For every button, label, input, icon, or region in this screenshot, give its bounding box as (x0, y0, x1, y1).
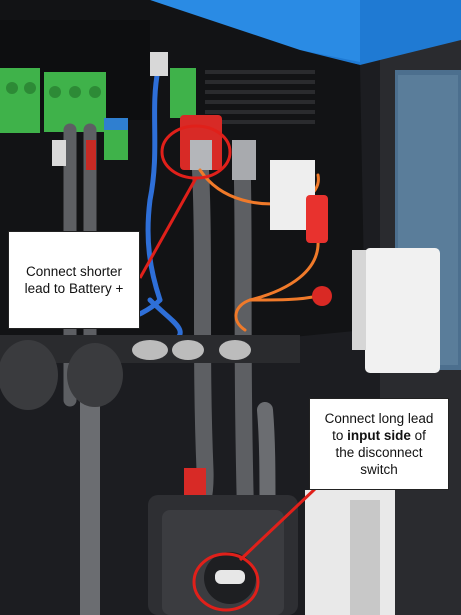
vent-grille (205, 70, 315, 124)
battery-callout-line2: lead to Battery + (24, 281, 124, 296)
lower-conduit (350, 500, 380, 615)
positive-terminal-lug (190, 140, 212, 170)
cable-glands (0, 340, 251, 410)
white-cable-sleeve (52, 140, 66, 166)
battery-callout-line1: Connect shorter (25, 264, 123, 279)
pointer-battery (138, 177, 198, 279)
inverter-face (150, 0, 360, 62)
red-cable-sleeve (86, 140, 96, 170)
switch-callout-input-side: input side (347, 428, 411, 443)
switch-callout-line2-suffix: of (410, 428, 426, 443)
highlight-switch-input (192, 552, 260, 612)
pointer-switch (238, 486, 318, 562)
switch-callout-line2-prefix: to (332, 428, 348, 443)
disconnect-switch-handle (215, 570, 245, 584)
switch-callout-line1: Connect long lead (324, 411, 434, 426)
terminal-blocks (0, 68, 196, 160)
switch-callout-line2: to input side of (332, 427, 426, 444)
rj45-plug (150, 52, 168, 76)
inline-fuse-holder (306, 195, 328, 243)
switch-callout-line3: the disconnect (335, 445, 423, 460)
remote-device-edge (352, 250, 366, 350)
remote-device (365, 248, 440, 373)
switch-callout-line4: switch (360, 462, 398, 477)
battery-callout: Connect shorter lead to Battery + (8, 231, 140, 329)
red-switch-knob (312, 286, 332, 306)
negative-terminal-lug (232, 140, 256, 180)
switch-callout: Connect long lead to input side of the d… (309, 398, 449, 490)
